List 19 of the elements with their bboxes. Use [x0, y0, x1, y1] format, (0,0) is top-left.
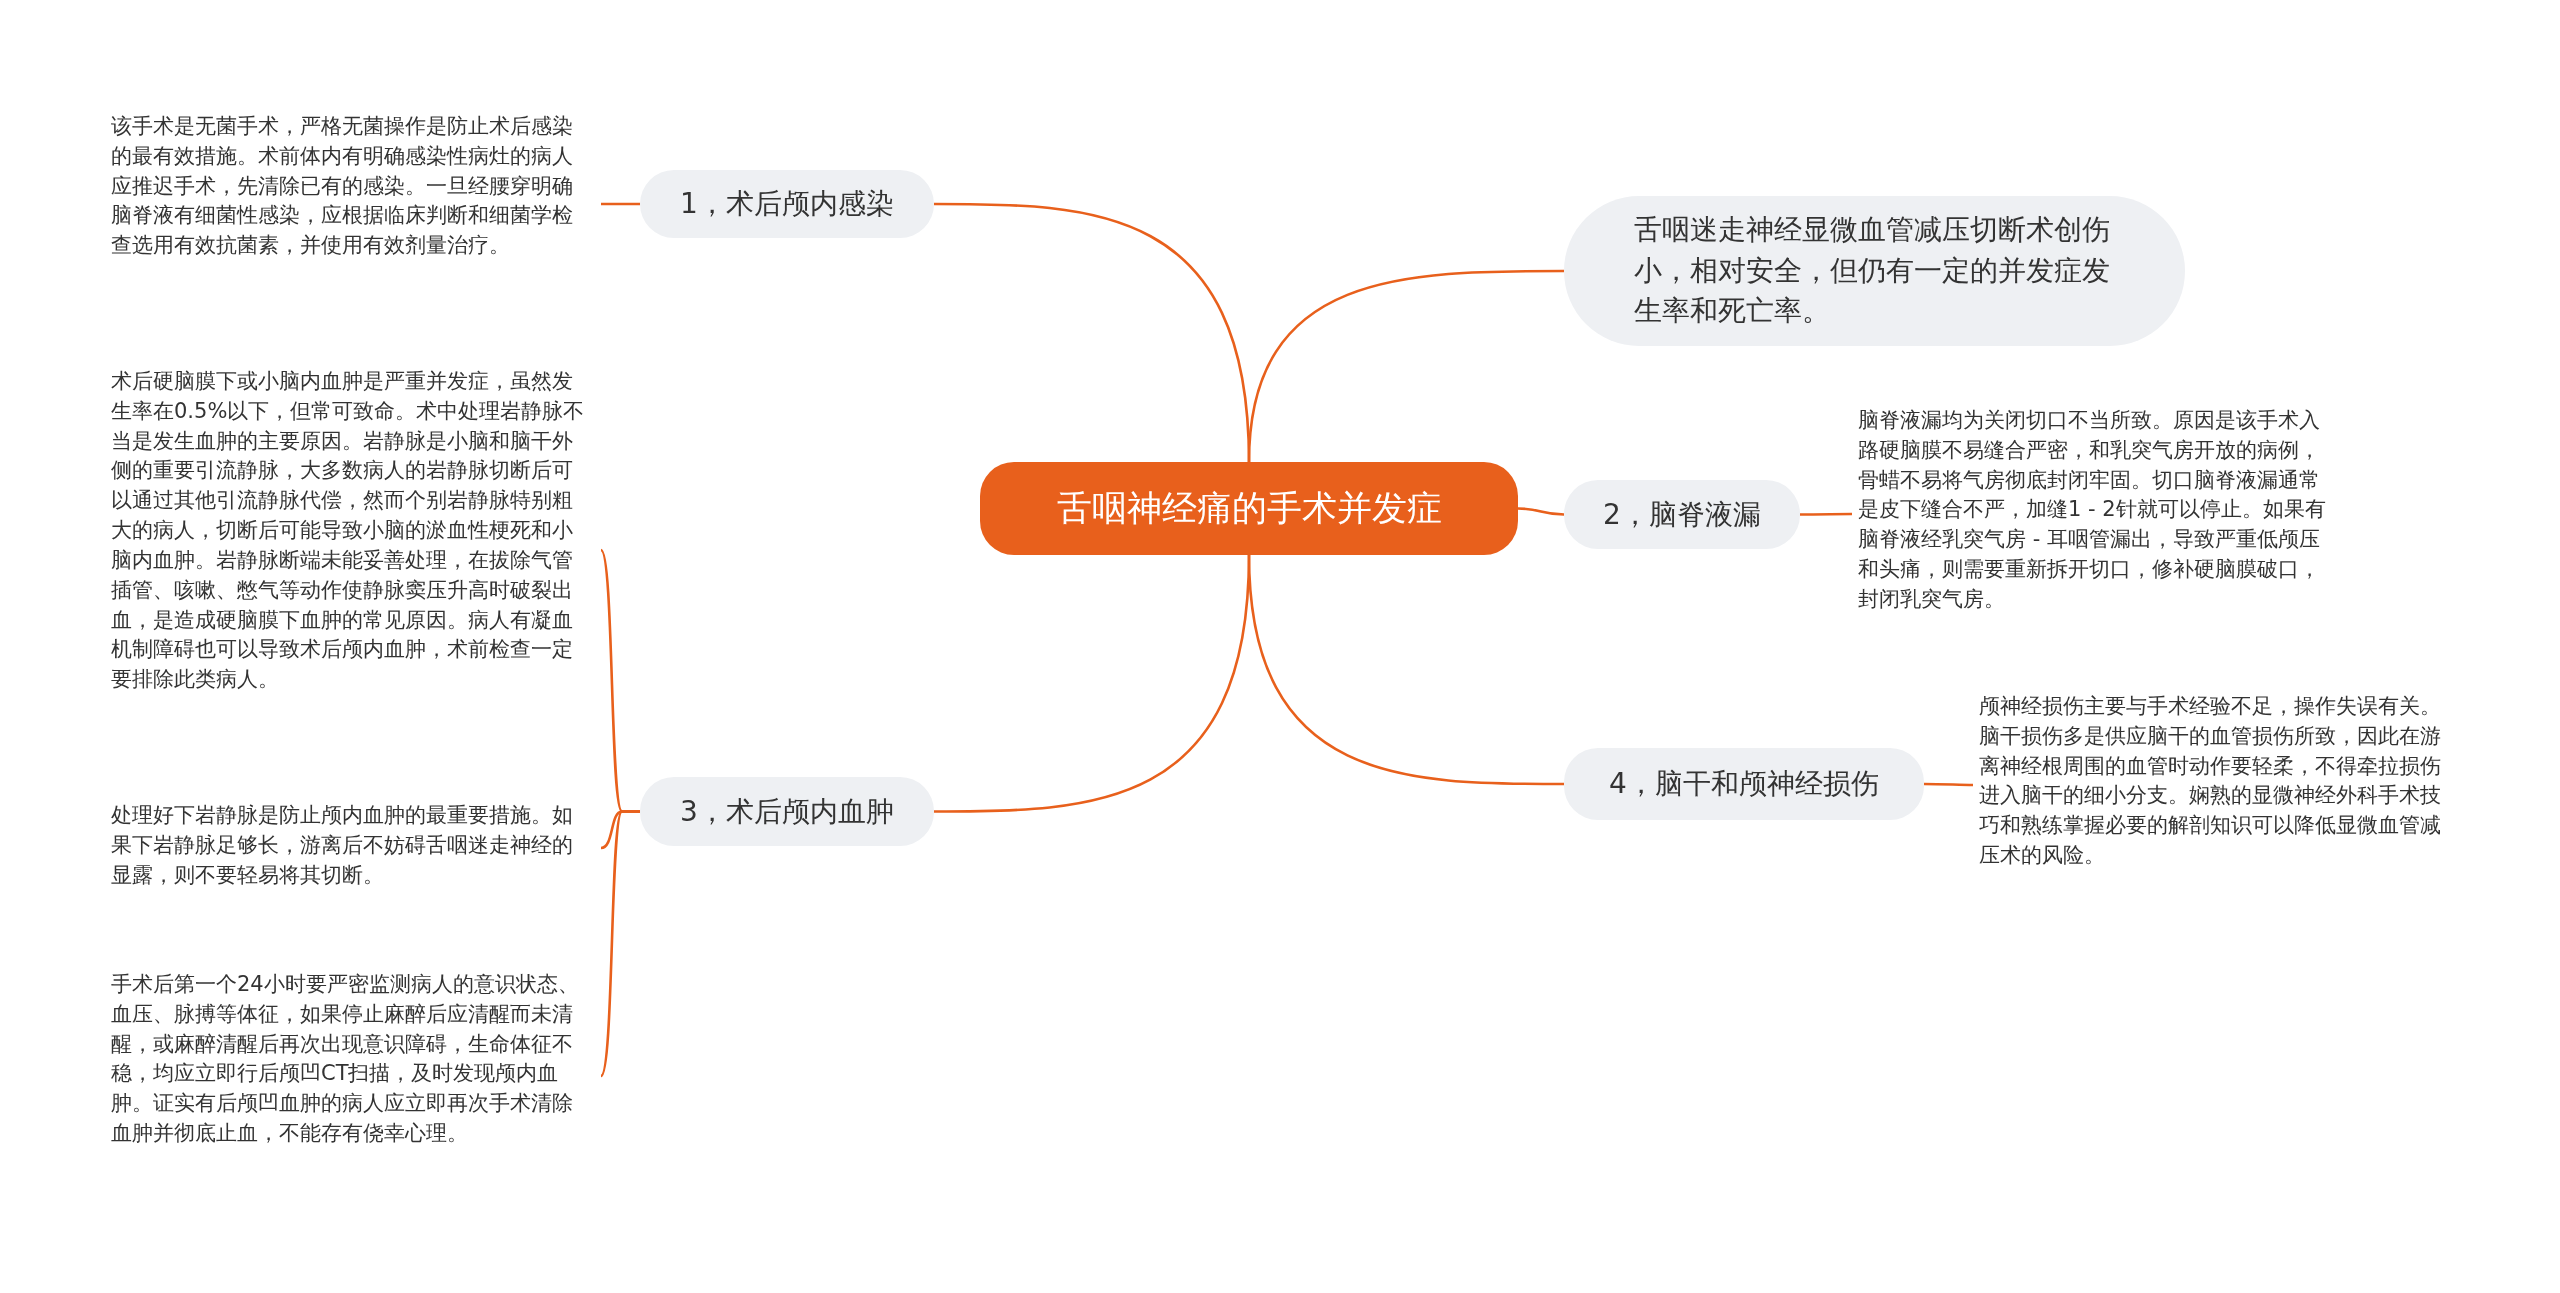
- note-bubble: 舌咽迷走神经显微血管减压切断术创伤小，相对安全，但仍有一定的并发症发生率和死亡率。: [1564, 196, 2185, 346]
- note-text: 处理好下岩静脉是防止颅内血肿的最重要措施。如果下岩静脉足够长，游离后不妨碍舌咽迷走神经的显露，则不要轻易将其切断。: [111, 801, 593, 895]
- connector-line: [601, 202, 640, 206]
- note-text: 术后硬脑膜下或小脑内血肿是严重并发症，虽然发生率在0.5%以下，但常可致命。术中处理岩静脉不当是发生血肿的主要原因。岩静脉是小脑和脑干外侧的重要引流静脉，大多数病人的岩静脉切断后可以通过其他引流静脉代偿，然而个别岩静脉特别粗大的病人，切断后可能导致小脑的淤血性梗死和小脑内血肿。岩静脉断端未能妥善处理，在拔除气管插管、咳嗽、憋气等动作使静脉窦压升高时破裂出血，是造成硬脑膜下血肿的常见原因。病人有凝血机制障碍也可以导致术后颅内血肿，术前检查一定要排除此类病人。: [111, 367, 593, 733]
- connector-line: [1517, 507, 1565, 516]
- note-text: 手术后第一个24小时要严密监测病人的意识状态、血压、脉搏等体征，如果停止麻醉后应清醒而未清醒，或麻醉清醒后再次出现意识障碍，生命体征不稳，均应立即行后颅凹CT扫描，及时发现颅内血肿。证实有后颅凹血肿的病人应立即再次手术清除血肿并彻底止血，不能存有侥幸心理。: [111, 970, 593, 1182]
- topic-box: 3，术后颅内血肿: [640, 777, 934, 846]
- topic-box: 1，术后颅内感染: [640, 170, 934, 238]
- note-text: 该手术是无菌手术，严格无菌操作是防止术后感染的最有效措施。术前体内有明确感染性病灶的病人应推迟手术，先清除已有的感染。一旦经腰穿明确脑脊液有细菌性感染，应根据临床判断和细菌学检查选用有效抗菌素，并使用有效剂量治疗。: [111, 112, 593, 296]
- topic-box: 4，脑干和颅神经损伤: [1564, 748, 1924, 820]
- connector-line: [599, 810, 640, 1077]
- topic-box: 2，脑脊液漏: [1564, 480, 1800, 549]
- note-text: 颅神经损伤主要与手术经验不足，操作失误有关。脑干损伤多是供应脑干的血管损伤所致，因此在游离神经根周围的血管时动作要轻柔，不得牵拉损伤进入脑干的细小分支。娴熟的显微神经外科手术技巧和熟练掌握必要的解剖知识可以降低显微血管减压术的风险。: [1979, 692, 2455, 878]
- connector-line: [1924, 782, 1973, 787]
- central-topic: 舌咽神经痛的手术并发症: [980, 462, 1518, 555]
- note-text: 脑脊液漏均为关闭切口不当所致。原因是该手术入路硬脑膜不易缝合严密，和乳突气房开放的病例，骨蜡不易将气房彻底封闭牢固。切口脑脊液漏通常是皮下缝合不严，加缝1 - 2针就可以停止。如果有脑脊液经乳突气房 - 耳咽管漏出，导致严重低颅压和头痛，则需要重新拆开切口，修补硬脑膜破口，封闭乳突气房。: [1858, 406, 2336, 622]
- connector-line: [1247, 269, 1564, 463]
- connector-line: [1247, 554, 1564, 786]
- connector-line: [1800, 512, 1852, 516]
